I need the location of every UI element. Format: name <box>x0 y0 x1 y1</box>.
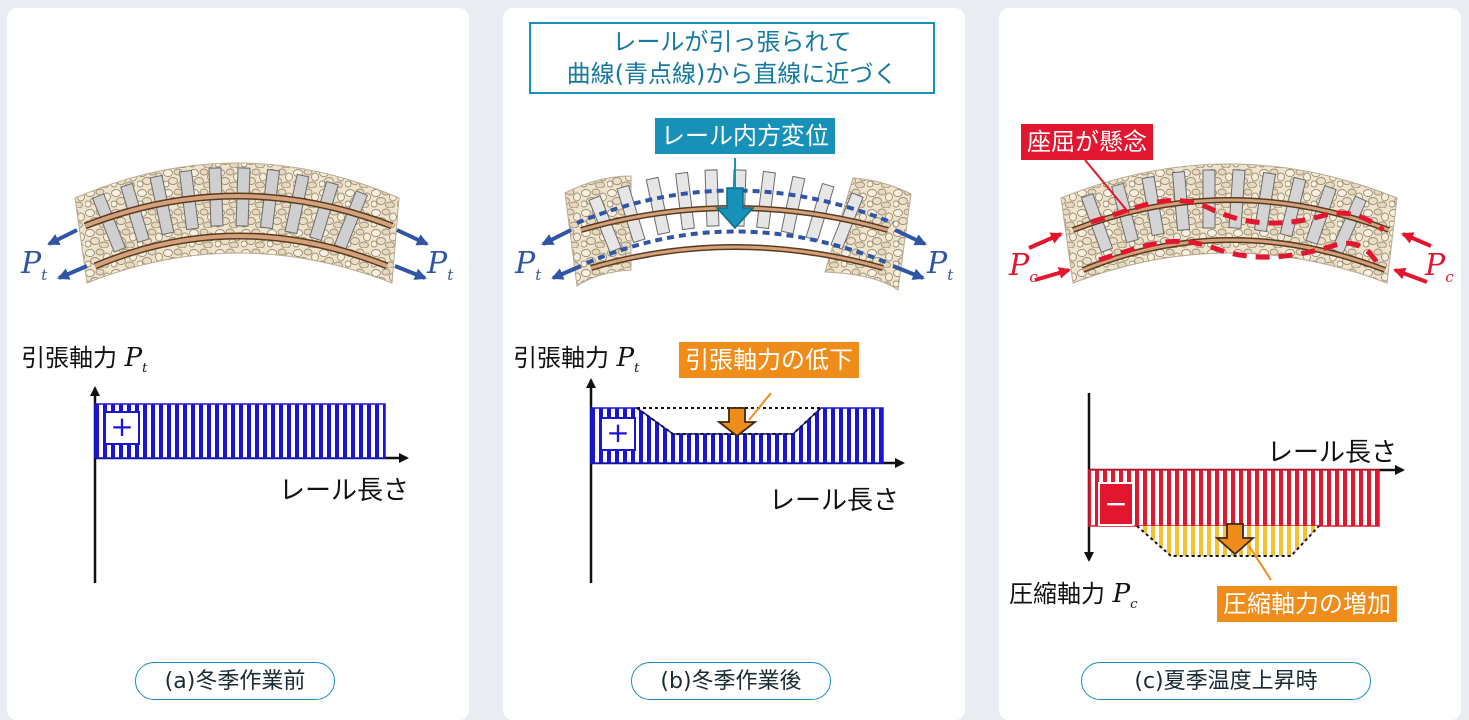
force-label-left: Pt <box>21 246 48 284</box>
explanation-callout: レールが引っ張られて曲線(青点線)から直線に近づく <box>529 22 935 94</box>
compression-arrows <box>1028 232 1432 284</box>
plus-sign: + <box>110 410 134 443</box>
buckling-shape <box>1090 198 1385 268</box>
axis-label-tension: 引張軸力 Pt <box>513 343 640 376</box>
diagram-b <box>541 158 927 583</box>
panel-after-winter-work: レールが引っ張られて曲線(青点線)から直線に近づく レール内方変位 + Pt P… <box>503 8 965 720</box>
increase-arrow-icon <box>1214 523 1256 556</box>
sign-box <box>600 417 636 451</box>
caption-b: (b)冬季作業後 <box>631 662 831 700</box>
rail-length-label: レール長さ <box>769 486 900 516</box>
caption-a: (a)冬季作業前 <box>135 662 335 700</box>
increase-leader <box>1248 545 1272 581</box>
diagram-a <box>47 162 429 583</box>
force-label-right: Pc <box>1425 248 1454 286</box>
sign-box <box>1098 482 1134 526</box>
plus-sign: + <box>606 416 630 449</box>
rail-length-label: レール長さ <box>279 476 410 506</box>
force-label-left: Pc <box>1009 248 1038 286</box>
panel-summer-temperature-rise: 座屈が懸念 − Pc Pc レール長さ 圧縮軸力 Pc 圧縮軸力の増加 (c)夏… <box>999 8 1461 720</box>
increase-tag: 圧縮軸力の増加 <box>1217 586 1397 622</box>
decrease-tag: 引張軸力の低下 <box>679 342 859 378</box>
tension-arrows <box>47 228 429 280</box>
buckling-tag: 座屈が懸念 <box>1021 124 1153 160</box>
rails <box>83 192 394 270</box>
decrease-arrow-icon <box>716 407 758 438</box>
displacement-arrow-icon <box>715 187 755 230</box>
diagram-c <box>1028 159 1432 581</box>
decrease-leader <box>748 392 772 421</box>
caption-c: (c)夏季温度上昇時 <box>1081 662 1371 700</box>
tension-area <box>94 403 386 459</box>
force-label-left: Pt <box>515 246 542 284</box>
panel-before-winter-work: + Pt Pt 引張軸力 Pt レール長さ (a)冬季作業前 <box>7 8 469 720</box>
tension-arrows <box>541 228 927 280</box>
axis-label-compression: 圧縮軸力 Pc <box>1009 579 1138 612</box>
minus-sign: − <box>1104 487 1128 520</box>
rail-length-label: レール長さ <box>1267 438 1398 468</box>
axis-label-tension: 引張軸力 Pt <box>21 343 148 376</box>
force-label-right: Pt <box>927 246 954 284</box>
sign-box <box>104 411 140 445</box>
force-label-right: Pt <box>427 246 454 284</box>
buckling-leader <box>1084 159 1130 214</box>
displacement-tag: レール内方変位 <box>655 118 835 154</box>
